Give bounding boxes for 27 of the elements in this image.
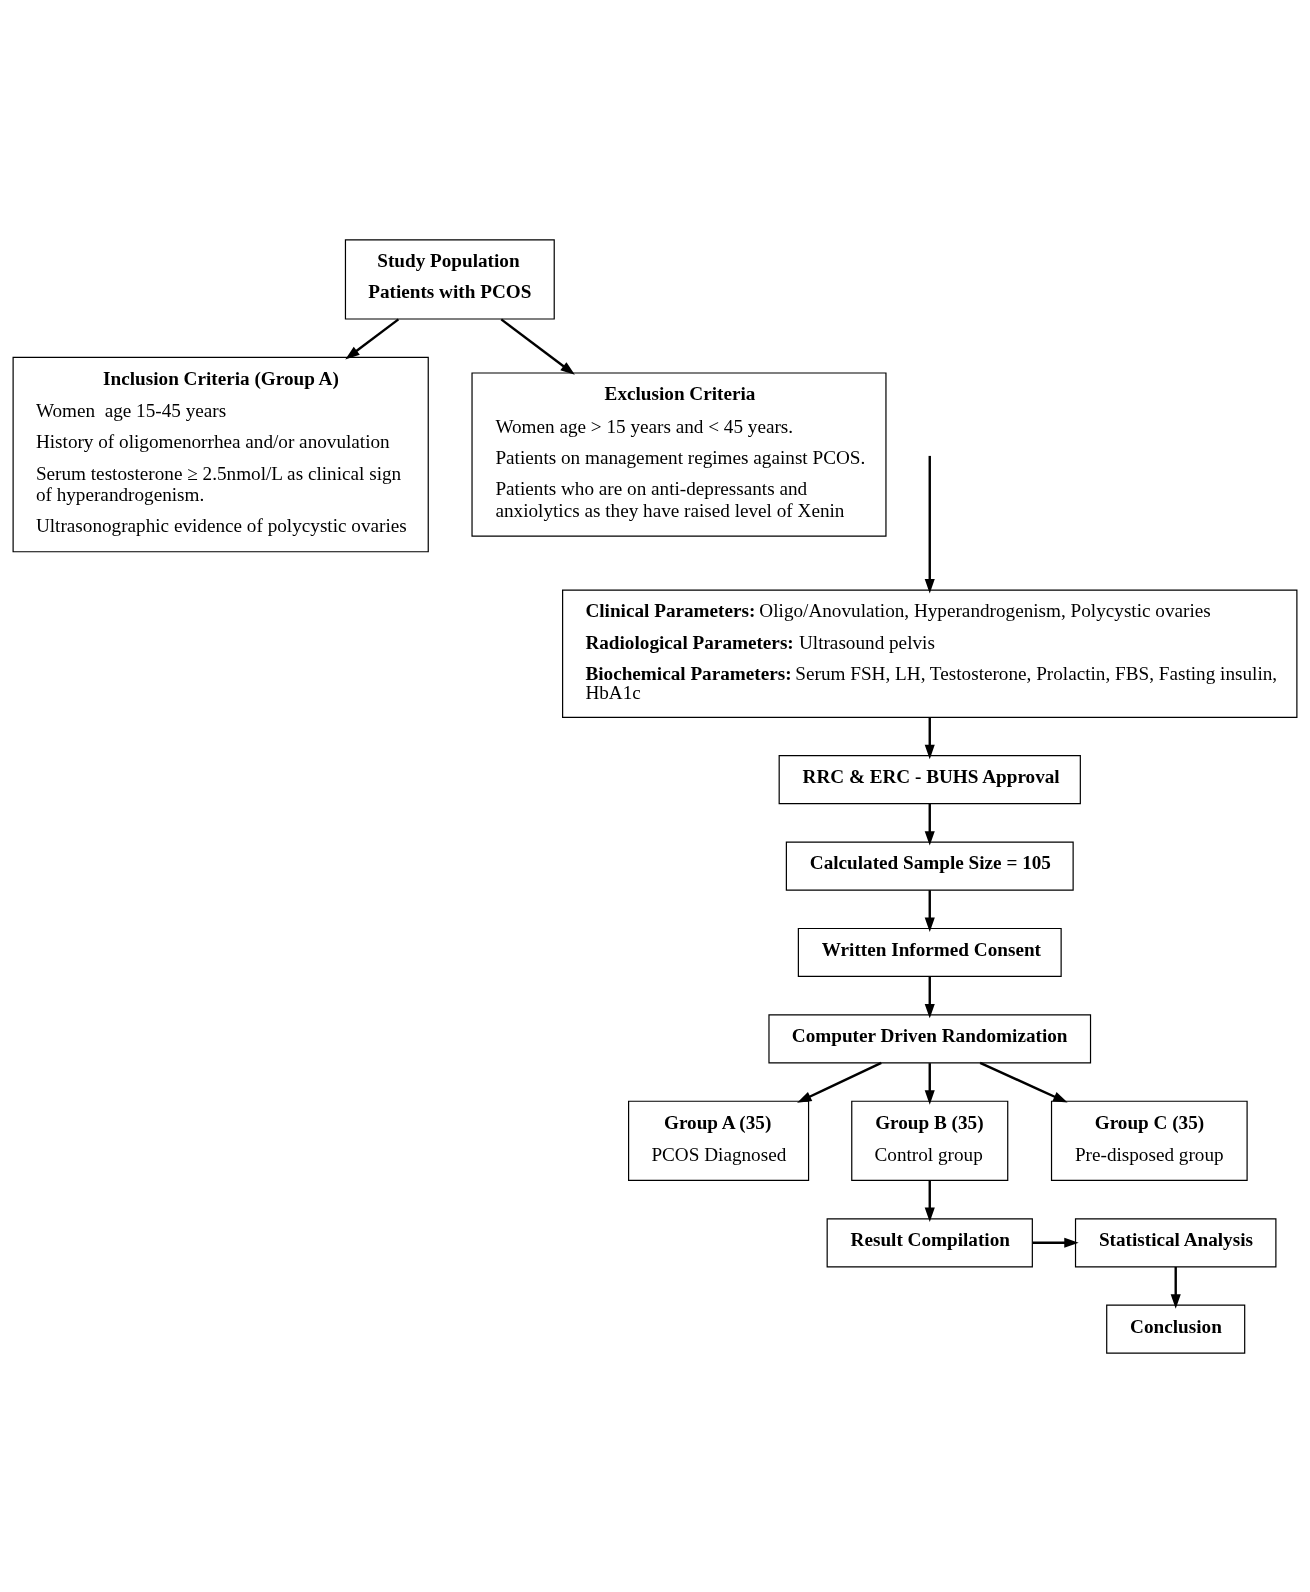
node-box: Exclusion Criteria Women age > 15 years and < 45 years. Patients on management regimes against PCOS. Patients who are on anti-depressants and anxiolytics as they have raised level of Xenin [471,371,887,537]
arrow [924,889,935,932]
arrow [1170,1266,1181,1309]
node-box: Statistical Analysis [1074,1217,1277,1267]
node-box: Result Compilation [826,1217,1033,1267]
arrow [924,1180,935,1222]
node-box: Study Population Patients with PCOS [344,238,555,320]
arrow [924,803,935,846]
arrow [345,317,400,359]
node-box: Calculated Sample Size = 105 [785,841,1074,891]
node-box: Computer Driven Randomization [768,1013,1092,1063]
arrow [924,716,935,759]
node-box: Conclusion [1106,1304,1246,1354]
node-box: Group C (35) Pre-disposed group [1050,1100,1248,1181]
arrow [500,317,575,375]
node-box: Inclusion Criteria (Group A) Women age 15-45 years History of oligomenorrhea and/or anovulation Serum testosterone ≥ 2.5nmol/L as clinical sign of hyperandrogenism. Ultrasonographic evidence of polycystic ovaries [12,356,429,552]
node-box: Clinical Parameters: Oligo/Anovulation, Hyperandrogenism, Polycystic ovaries Radiological Parameters: Ultrasound pelvis Biochemical Parameters: Serum FSH, LH, Testosterone, Prolactin, FBS, Fasting insulin, HbA1c [562,589,1298,718]
node-box: Group B (35) Control group [851,1100,1009,1181]
arrow [1032,1237,1079,1248]
node-box: RRC & ERC - BUHS Approval [778,754,1081,804]
arrow [924,976,935,1018]
arrow [797,1061,882,1103]
arrow [979,1061,1068,1103]
node-box: Written Informed Consent [797,927,1062,977]
node-box: Group A (35) PCOS Diagnosed [628,1100,810,1181]
arrow [924,455,935,593]
arrow [924,1062,935,1105]
